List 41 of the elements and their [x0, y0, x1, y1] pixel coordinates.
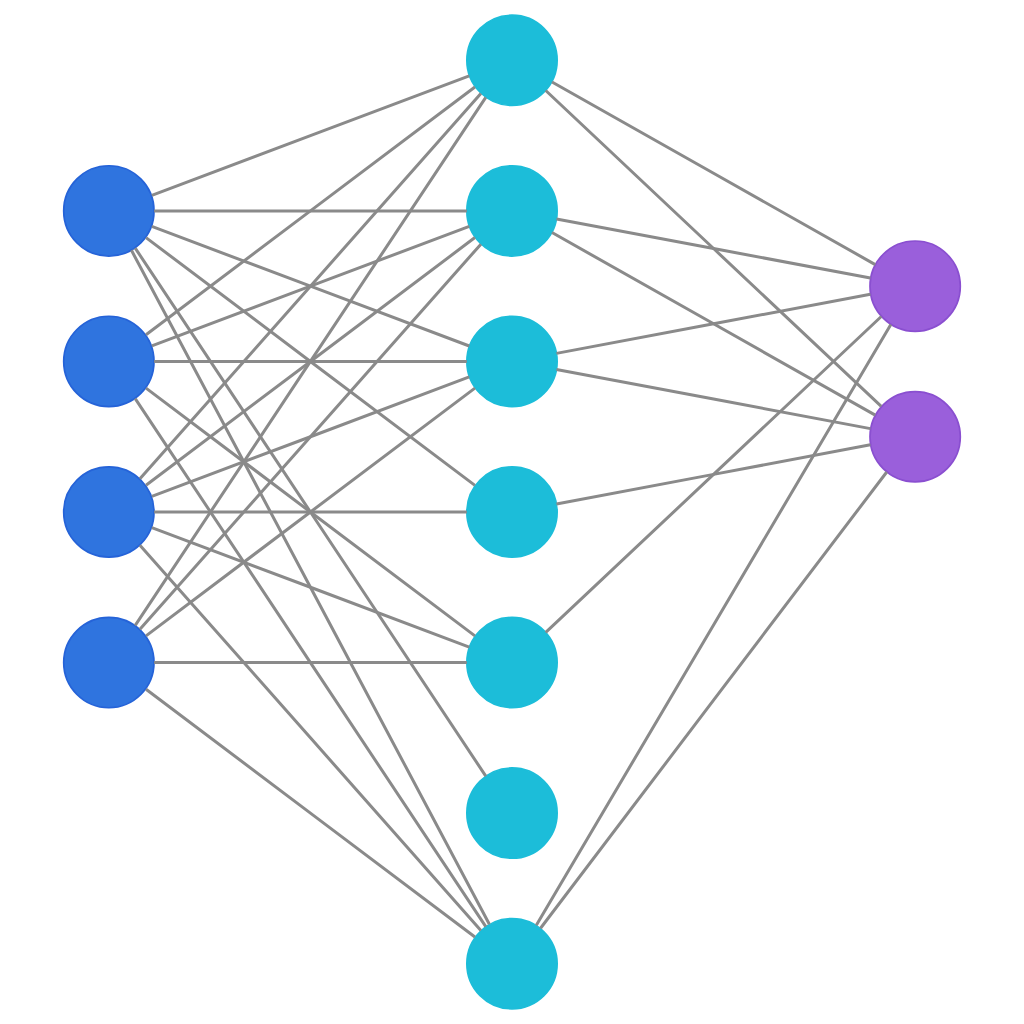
node-circle	[869, 390, 962, 483]
node-circle	[466, 466, 558, 558]
connector	[134, 247, 488, 777]
connector	[145, 236, 476, 487]
connector	[145, 85, 476, 336]
connector	[138, 243, 482, 631]
node-circle	[62, 466, 155, 558]
connector	[154, 510, 467, 514]
node-circle	[466, 14, 558, 107]
connector	[544, 89, 883, 408]
connector	[551, 80, 876, 266]
connector	[544, 315, 883, 634]
connector	[556, 292, 871, 355]
connector	[145, 386, 476, 638]
connector	[145, 688, 476, 939]
node-circle	[62, 164, 155, 257]
connector	[551, 231, 876, 417]
connector	[130, 249, 491, 925]
connector	[539, 471, 888, 930]
connector	[138, 92, 482, 480]
connector	[151, 526, 470, 649]
connector	[151, 74, 470, 197]
connector	[154, 359, 467, 363]
node-circle	[466, 616, 558, 709]
connector	[154, 209, 467, 213]
connector	[134, 397, 488, 928]
node-circle	[466, 164, 558, 257]
connector	[138, 544, 482, 932]
node-circle	[62, 616, 155, 709]
connector	[556, 217, 871, 280]
node-circle	[466, 767, 558, 860]
node-circle	[869, 240, 962, 333]
connector	[556, 443, 871, 506]
connector	[134, 96, 488, 627]
connector	[154, 661, 467, 665]
connector	[151, 375, 470, 498]
node-circle	[466, 917, 558, 1010]
connector	[556, 368, 871, 431]
connector	[535, 323, 893, 927]
node-circle	[466, 315, 558, 408]
node-circle	[62, 315, 155, 408]
